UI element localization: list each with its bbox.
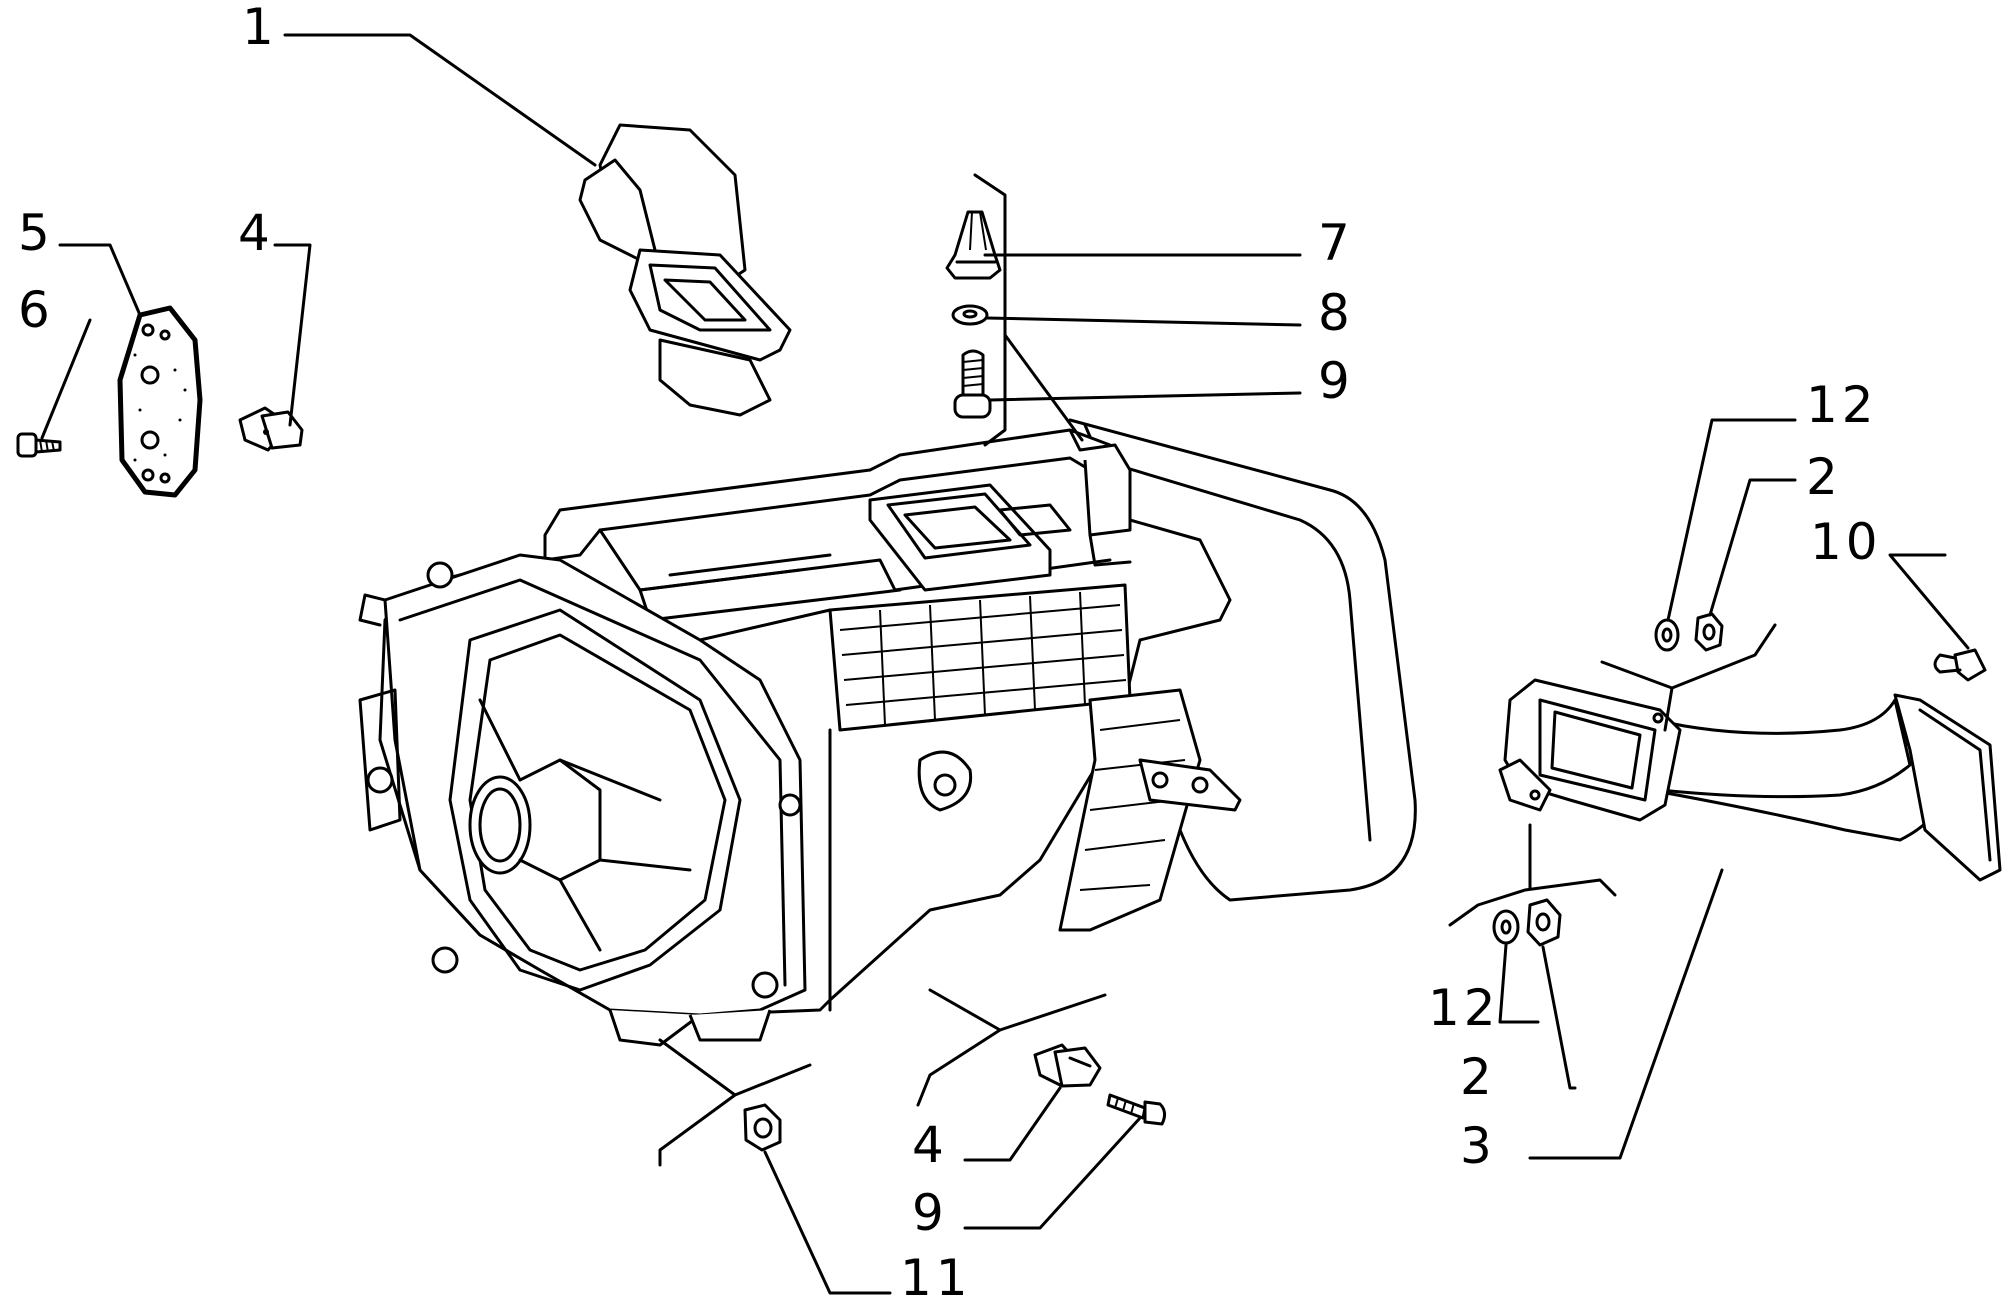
callout-12-top: 12 [1806, 376, 1878, 434]
heater-unit-housing [358, 418, 1417, 1047]
leader-lines [40, 33, 1970, 1295]
callout-4-top: 4 [238, 204, 274, 262]
callout-5: 5 [18, 204, 54, 262]
screw-part-6 [16, 432, 62, 458]
washer-part-12-top [1654, 618, 1680, 652]
washer-part-8 [951, 304, 989, 326]
nut-part-11 [743, 1103, 782, 1152]
bolt-part-10 [1933, 648, 1987, 682]
callout-9-bottom: 9 [912, 1184, 948, 1242]
duct-outlet-part-1 [578, 123, 792, 417]
callout-2-top: 2 [1806, 448, 1842, 506]
callout-8: 8 [1318, 284, 1354, 342]
bracket-upper-right [1600, 623, 1777, 690]
nut-part-2-top [1694, 612, 1724, 652]
leader-7-8-9 [1003, 333, 1084, 442]
plate-part-5 [117, 305, 203, 498]
nut-part-2-bottom [1526, 898, 1562, 947]
callout-12-bottom: 12 [1428, 979, 1500, 1037]
callout-6: 6 [18, 281, 54, 339]
bracket-7-8-9 [973, 173, 1007, 447]
screw-part-9-bottom [1106, 1093, 1167, 1126]
callout-7: 7 [1318, 214, 1354, 272]
callout-1: 1 [242, 0, 278, 56]
leader-bottom-left [658, 1038, 812, 1097]
callout-10: 10 [1810, 513, 1882, 571]
bracket-lower-right [1448, 878, 1617, 927]
callout-3: 3 [1460, 1117, 1496, 1175]
clip-nut-part-4-bottom [1033, 1043, 1102, 1088]
callout-9-top: 9 [1318, 352, 1354, 410]
screw-part-9-top [953, 349, 992, 419]
air-duct-part-3 [1498, 678, 2002, 882]
leader-bottom-left-b [658, 1093, 737, 1167]
callout-11: 11 [900, 1249, 972, 1307]
clip-nut-part-4-top [238, 406, 304, 452]
washer-part-12-bottom [1492, 909, 1520, 945]
callout-2-bottom: 2 [1460, 1048, 1496, 1106]
callout-4-bottom: 4 [912, 1116, 948, 1174]
grommet-part-7 [945, 210, 1002, 280]
